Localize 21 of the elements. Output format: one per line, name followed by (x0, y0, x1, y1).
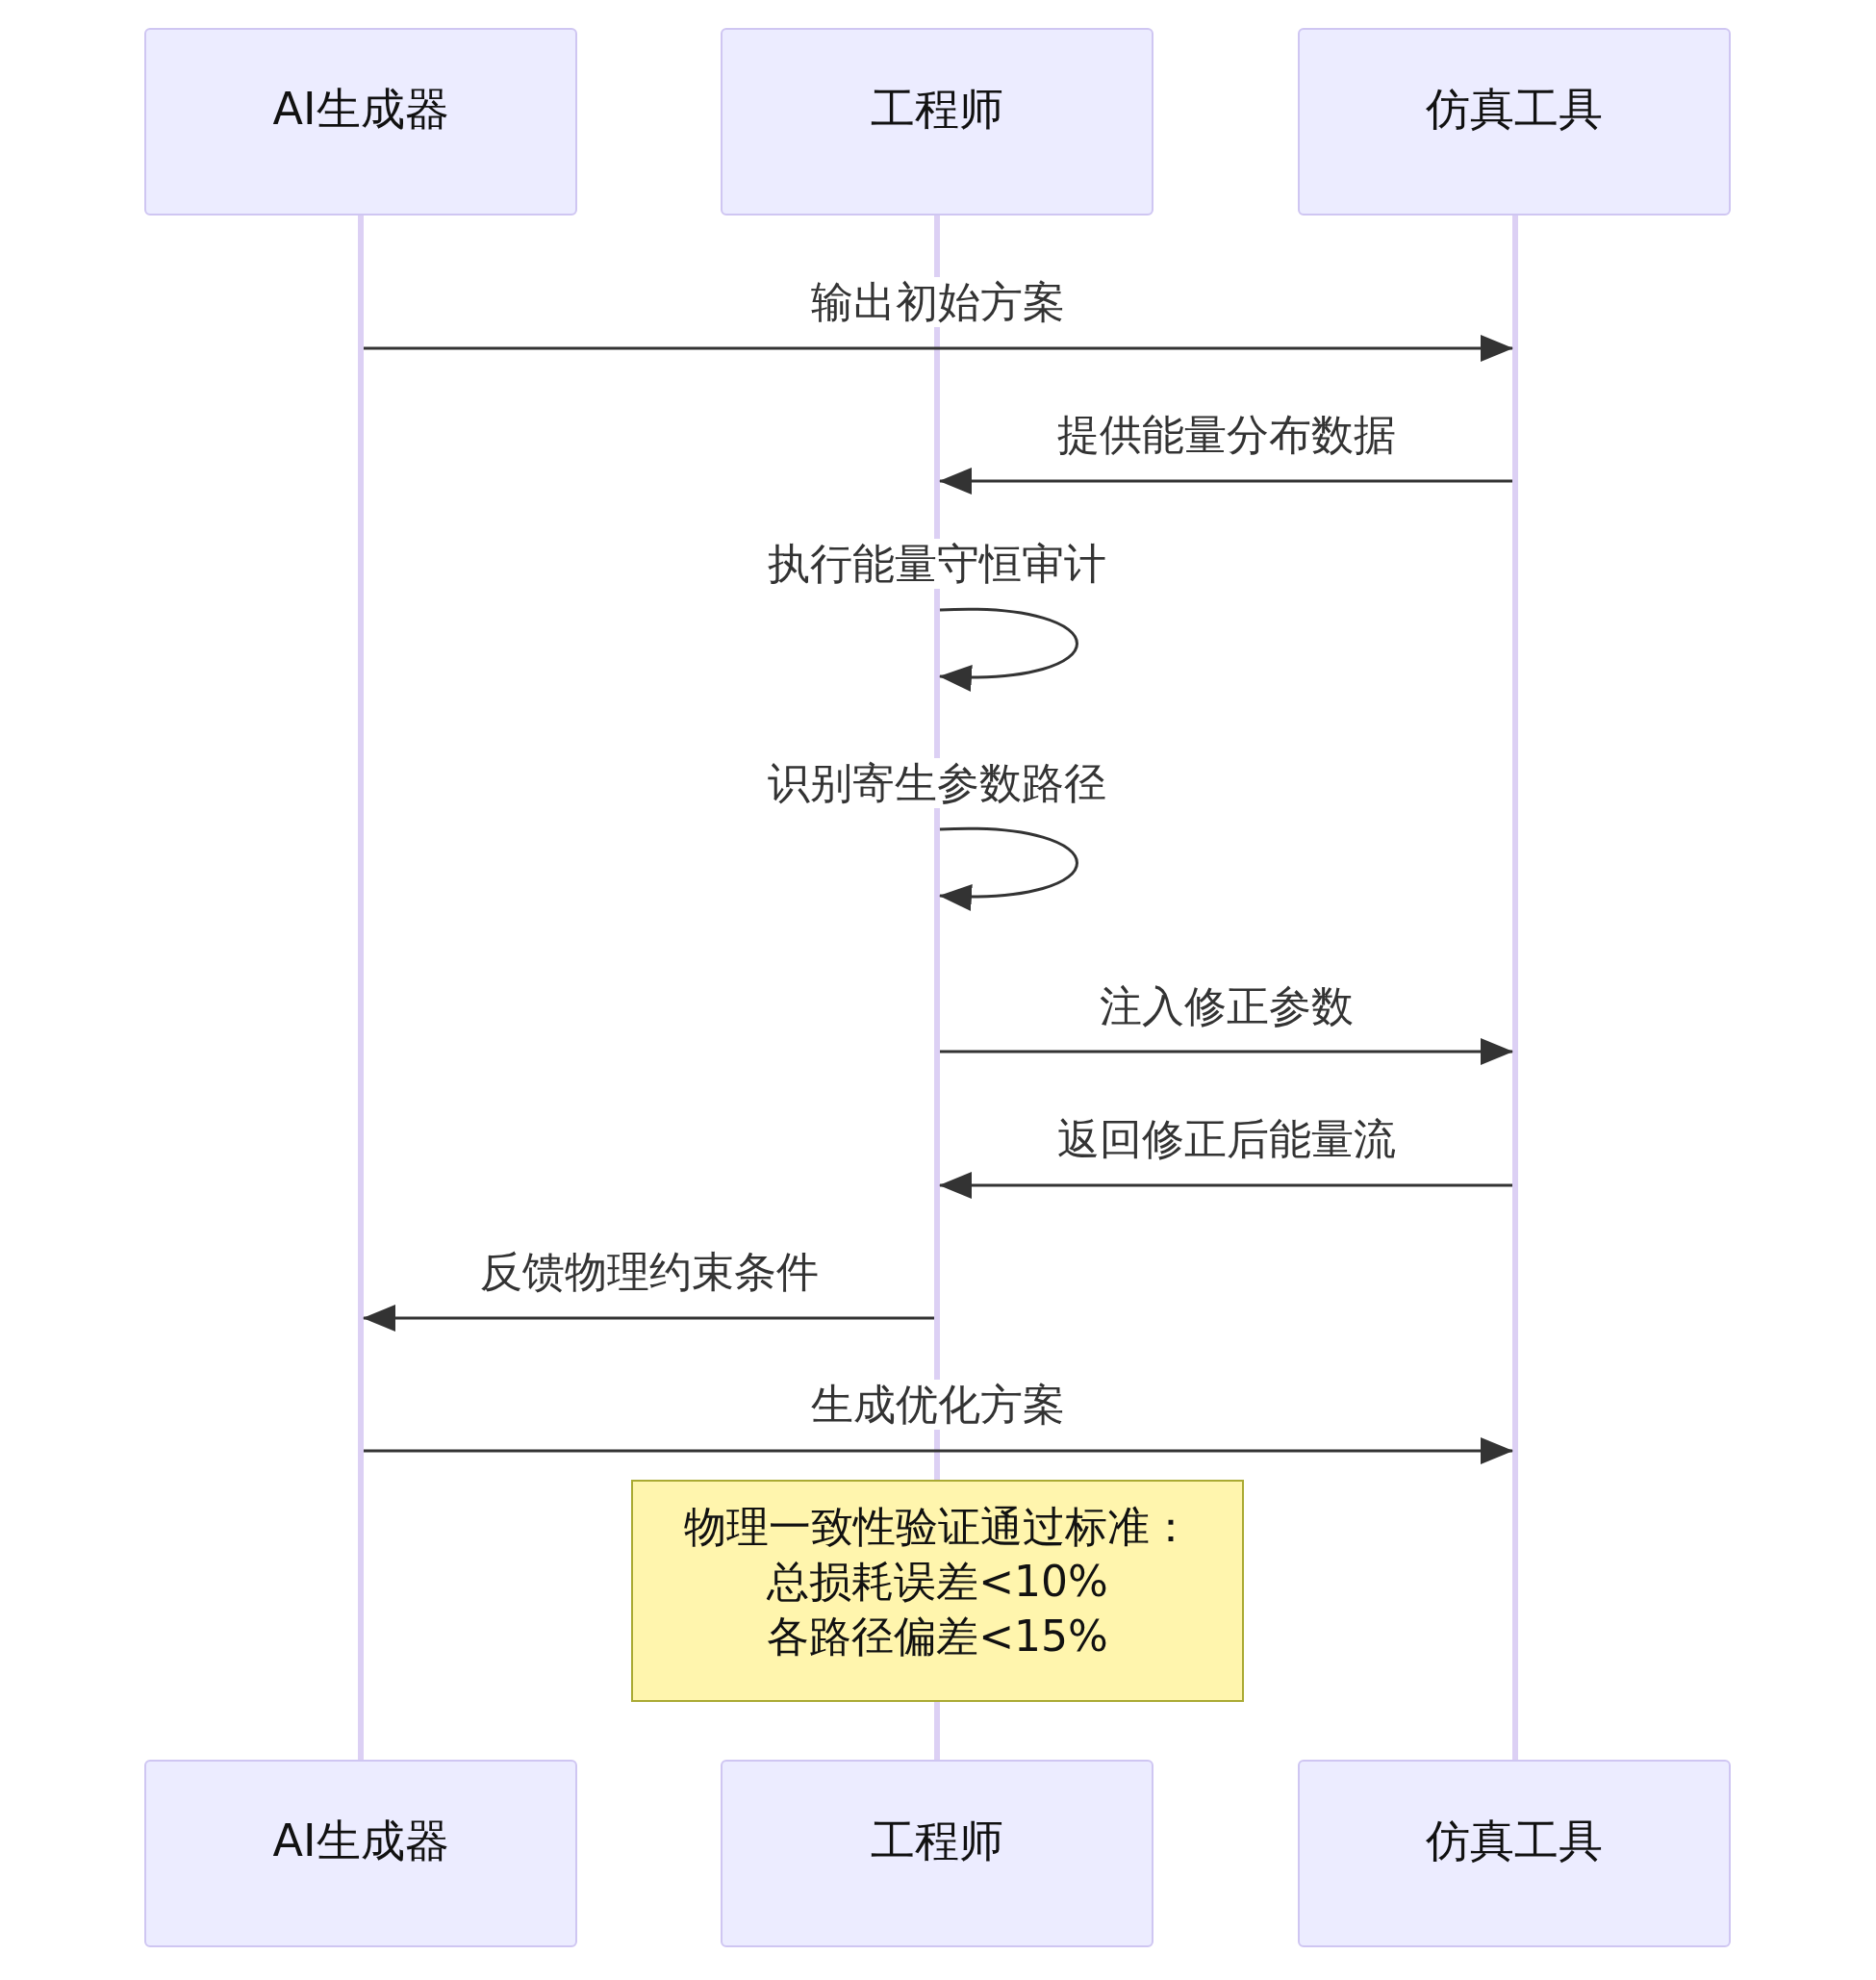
lifeline (934, 1702, 940, 1760)
note-text: 各路径偏差<15% (767, 1611, 1108, 1663)
lifeline (1512, 216, 1518, 1760)
participant-box: AI生成器 (144, 28, 577, 216)
self-message-arrow (939, 827, 1078, 910)
message-arrow (939, 468, 1512, 495)
message-arrow (363, 1305, 934, 1332)
participant-box: 工程师 (721, 28, 1153, 216)
participant-box: 仿真工具 (1298, 1760, 1731, 1947)
message-arrow (940, 1038, 1513, 1065)
note-text: 物理一致性验证通过标准： (683, 1501, 1192, 1553)
note-box (631, 1480, 1244, 1702)
lifeline (358, 216, 364, 1760)
participant-box: AI生成器 (144, 1760, 577, 1947)
message-arrow (939, 1172, 1512, 1199)
participant-box: 仿真工具 (1298, 28, 1731, 216)
participant-box: 工程师 (721, 1760, 1153, 1947)
message-arrow (364, 1437, 1513, 1464)
message-arrow (364, 335, 1513, 362)
self-message-arrow (939, 608, 1078, 691)
note-text: 总损耗误差<10% (767, 1556, 1108, 1608)
